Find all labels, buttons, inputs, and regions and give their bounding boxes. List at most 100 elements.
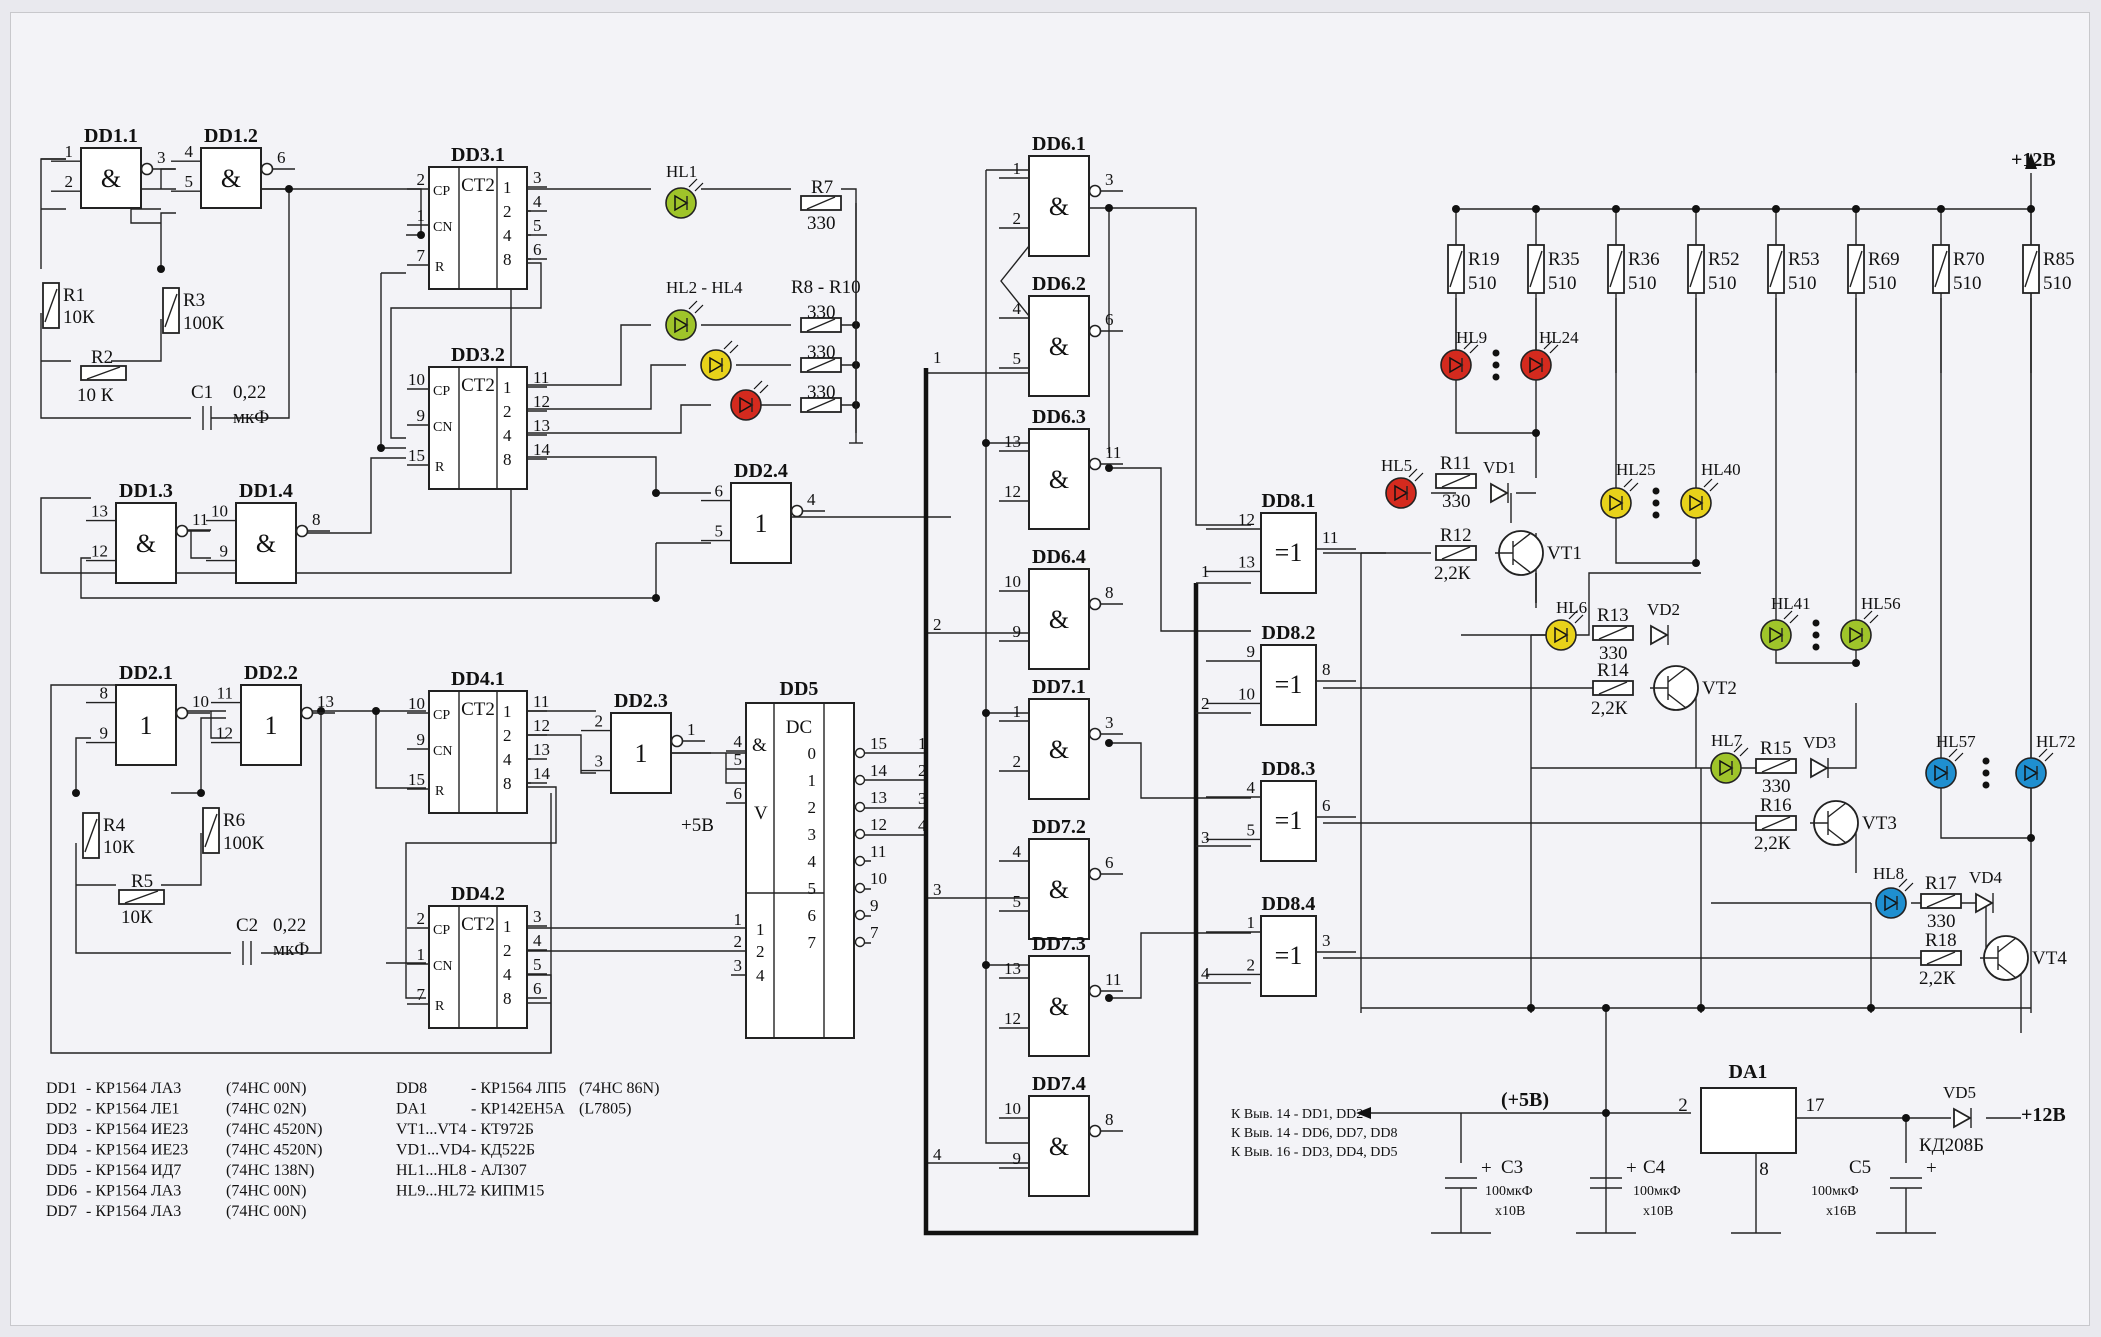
r16-ref: R16 [1760, 795, 1792, 816]
junction-dot [1612, 205, 1620, 213]
resistor-r11-arrow [1441, 474, 1471, 488]
led-hl7-rays [1733, 743, 1749, 757]
legend-right-part0: - КР1564 ЛП5 [471, 1080, 566, 1097]
resistor-r70-arrow [1934, 250, 1948, 288]
counter-dd3-1-type: CT2 [461, 175, 495, 196]
c2-unit: мкФ [273, 939, 309, 960]
gate-dd1-3-symbol: & [136, 529, 156, 558]
gate-dd1-3-body [115, 502, 177, 584]
gate-dd6-4-inverter [1088, 597, 1102, 611]
counter-dd3-1-pin-in0: 2 [417, 170, 426, 189]
transistor-vt2-emitter [1667, 693, 1687, 709]
gate-dd7-1-pin-in2: 2 [1013, 752, 1022, 771]
counter-dd3-1-body [428, 166, 528, 290]
gate-dd6-1-pin-in2: 2 [1013, 209, 1022, 228]
hl5-ref: HL5 [1381, 456, 1412, 475]
decoder-inverter [854, 855, 866, 867]
gate-dd8-1-body [1260, 512, 1317, 594]
gate-dd8-2-ref: DD8.2 [1262, 622, 1316, 644]
legend-right-ref4: HL1...HL8 [396, 1162, 467, 1179]
r36-ref: R36 [1628, 249, 1660, 270]
led-hl3-rays [723, 340, 739, 354]
gate-dd7-3-ref: DD7.3 [1032, 933, 1086, 955]
gate-dd2-3-ref: DD2.3 [614, 690, 668, 712]
counter-dd4-2-pin-out1: 4 [533, 931, 542, 950]
bus-tap-dc3: 4 [918, 816, 927, 835]
hl8-ref: HL8 [1873, 864, 1904, 883]
counter-dd4-2-weight2: 4 [503, 965, 512, 984]
counter-dd4-1-body [428, 690, 528, 814]
counter-dd4-1-weight0: 1 [503, 702, 512, 721]
da1-pin-in: 2 [1678, 1095, 1688, 1116]
diode-vd4-ref: VD4 [1969, 868, 2003, 887]
gate-dd7-3-body [1028, 955, 1090, 1057]
counter-dd3-2-r: R [435, 460, 445, 475]
junction-dot [1852, 205, 1860, 213]
c3-volt: х10В [1495, 1204, 1525, 1219]
hl24-ref: HL24 [1539, 328, 1579, 347]
power-note2: К Выв. 16 - DD3, DD4, DD5 [1231, 1145, 1398, 1160]
transistor-vt1-ref: VT1 [1547, 543, 1582, 564]
decoder-out6: 6 [808, 906, 817, 925]
wires [40, 158, 2032, 1236]
bus-tap-right3: 4 [1201, 964, 1210, 983]
legend-left-alt0: (74НС 00N) [226, 1080, 306, 1097]
r4-ref: R4 [103, 815, 126, 836]
gate-dd8-4-symbol: =1 [1275, 941, 1303, 970]
counter-dd4-2-cp: CP [433, 923, 450, 938]
gate-dd2-4-inverter [790, 504, 804, 518]
led-hl9-triangle [1449, 356, 1464, 374]
legend-left-part0: - КР1564 ЛА3 [86, 1080, 181, 1097]
plus5-bus: (+5В) [1501, 1089, 1549, 1111]
cap-c5-plus: + [1926, 1158, 1937, 1179]
counter-dd3-2-pin-out3: 14 [533, 440, 551, 459]
plus5-label: +5В [681, 815, 714, 836]
led-hl7 [1710, 752, 1742, 784]
led-hl57-rays [1948, 748, 1964, 762]
transistor-vt4-collector [1997, 937, 2017, 953]
led-hl5-rays [1408, 468, 1424, 482]
junction-dot [1902, 1114, 1910, 1122]
ellipsis-dot [1812, 631, 1820, 639]
decoder-out7: 7 [808, 933, 817, 952]
led-hl25 [1600, 487, 1632, 519]
bus-tap-left3: 4 [933, 1145, 942, 1164]
regulator-da1-body [1700, 1087, 1797, 1154]
decoder-in-label0: 1 [756, 920, 765, 939]
junction-dot [1697, 1004, 1705, 1012]
gate-dd8-3-symbol: =1 [1275, 806, 1303, 835]
junction-dot [1532, 429, 1540, 437]
junction-dot [157, 265, 165, 273]
gate-dd8-1-ref: DD8.1 [1262, 490, 1316, 512]
bus-tap-dc2: 3 [918, 789, 927, 808]
legend-left-alt1: (74НС 02N) [226, 1101, 306, 1118]
r6-val: 100К [223, 833, 265, 854]
gate-dd2-1-body [115, 684, 177, 766]
gate-dd6-3-inverter [1088, 457, 1102, 471]
decoder-in-label1: 2 [756, 942, 765, 961]
gate-dd2-2-symbol: 1 [265, 711, 278, 740]
junction-dot [417, 231, 425, 239]
gate-dd1-4-body [235, 502, 297, 584]
counter-dd4-1-pin-in0: 10 [408, 694, 425, 713]
decoder-out0: 0 [808, 744, 817, 763]
gate-dd6-2-body [1028, 295, 1090, 397]
gate-dd8-2-pin-out: 8 [1322, 660, 1331, 679]
gate-dd7-3-pin-in2: 12 [1004, 1009, 1021, 1028]
hl40-ref: HL40 [1701, 460, 1741, 479]
led-hl3-triangle [709, 356, 724, 374]
r17-val: 330 [1927, 911, 1956, 932]
decoder-out4: 4 [808, 852, 817, 871]
gate-dd1-1-pin-in2: 2 [65, 172, 74, 191]
gate-dd7-4-pin-in1: 10 [1004, 1099, 1021, 1118]
gate-dd1-3-pin-in2: 12 [91, 542, 108, 561]
junction-dot [1692, 205, 1700, 213]
gate-dd8-3-body [1260, 780, 1317, 862]
bus-tap-dc1: 2 [918, 761, 927, 780]
junction-dot [1452, 205, 1460, 213]
resistor-r6-arrow [204, 813, 218, 848]
led-hl24 [1520, 349, 1552, 381]
resistor-r5-arrow [124, 890, 159, 904]
led-hl3 [700, 349, 732, 381]
legend-left-alt5: (74НС 00N) [226, 1183, 306, 1200]
